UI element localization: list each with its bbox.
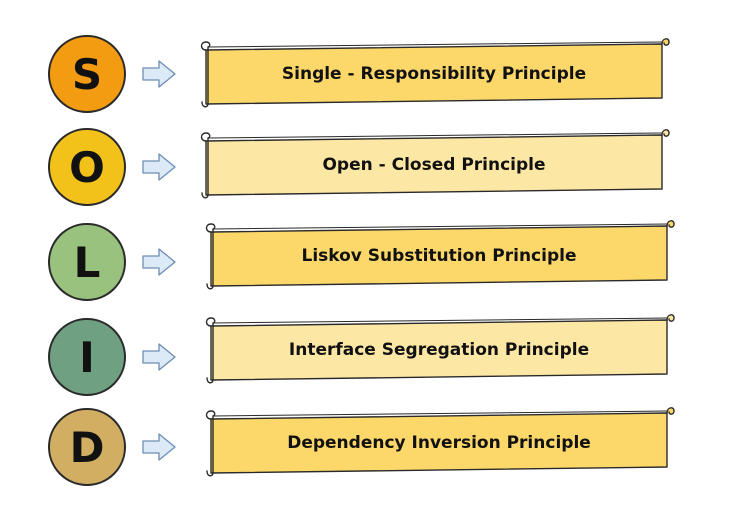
banner-body — [210, 412, 668, 474]
letter-o: O — [69, 142, 105, 192]
banner-fold-line — [212, 410, 668, 417]
banner-fold-line — [207, 41, 663, 48]
banner-right-curl — [661, 38, 670, 46]
banner-left-curl — [205, 223, 216, 290]
banner-right-curl — [666, 407, 675, 415]
principle-row-d: D Dependency Inversion Principle — [0, 405, 730, 495]
right-arrow-icon — [142, 343, 176, 371]
principle-label-l: Liskov Substitution Principle — [301, 246, 577, 266]
principle-row-i: I Interface Segregation Principle — [0, 312, 730, 402]
banner-left-curl — [200, 41, 211, 108]
banner-right-curl — [666, 314, 675, 322]
banner-left-curl — [205, 317, 216, 384]
banner-fold-line — [212, 317, 668, 324]
letter-circle-d: D — [48, 408, 126, 486]
banner-fold-line — [212, 223, 668, 230]
banner-left-curl — [200, 132, 211, 199]
principle-banner-l: Liskov Substitution Principle — [203, 218, 675, 290]
letter-l: L — [73, 237, 101, 287]
right-arrow-icon — [142, 433, 176, 461]
letter-i: I — [79, 332, 95, 382]
letter-d: D — [69, 422, 105, 472]
banner-right-curl — [661, 129, 670, 137]
banner-right-curl — [666, 220, 675, 228]
right-arrow-icon — [142, 60, 176, 88]
principle-banner-s: Single - Responsibility Principle — [198, 36, 670, 108]
principle-row-s: S Single - Responsibility Principle — [0, 32, 730, 122]
banner-body — [210, 225, 668, 287]
principle-label-d: Dependency Inversion Principle — [287, 433, 591, 453]
principle-banner-d: Dependency Inversion Principle — [203, 405, 675, 477]
banner-body — [205, 43, 663, 105]
principle-row-o: O Open - Closed Principle — [0, 125, 730, 215]
banner-body — [205, 134, 663, 196]
banner-fold-line — [207, 132, 663, 139]
letter-circle-i: I — [48, 318, 126, 396]
principle-banner-o: Open - Closed Principle — [198, 127, 670, 199]
principle-banner-i: Interface Segregation Principle — [203, 312, 675, 384]
right-arrow-icon — [142, 153, 176, 181]
banner-body — [210, 319, 668, 381]
right-arrow-icon — [142, 248, 176, 276]
letter-circle-s: S — [48, 35, 126, 113]
principle-label-s: Single - Responsibility Principle — [281, 64, 587, 84]
principle-label-o: Open - Closed Principle — [322, 155, 546, 175]
banner-left-curl — [205, 410, 216, 477]
letter-s: S — [71, 49, 103, 99]
principle-label-i: Interface Segregation Principle — [288, 340, 590, 360]
principle-row-l: L Liskov Substitution Principle — [0, 218, 730, 308]
letter-circle-l: L — [48, 223, 126, 301]
letter-circle-o: O — [48, 128, 126, 206]
